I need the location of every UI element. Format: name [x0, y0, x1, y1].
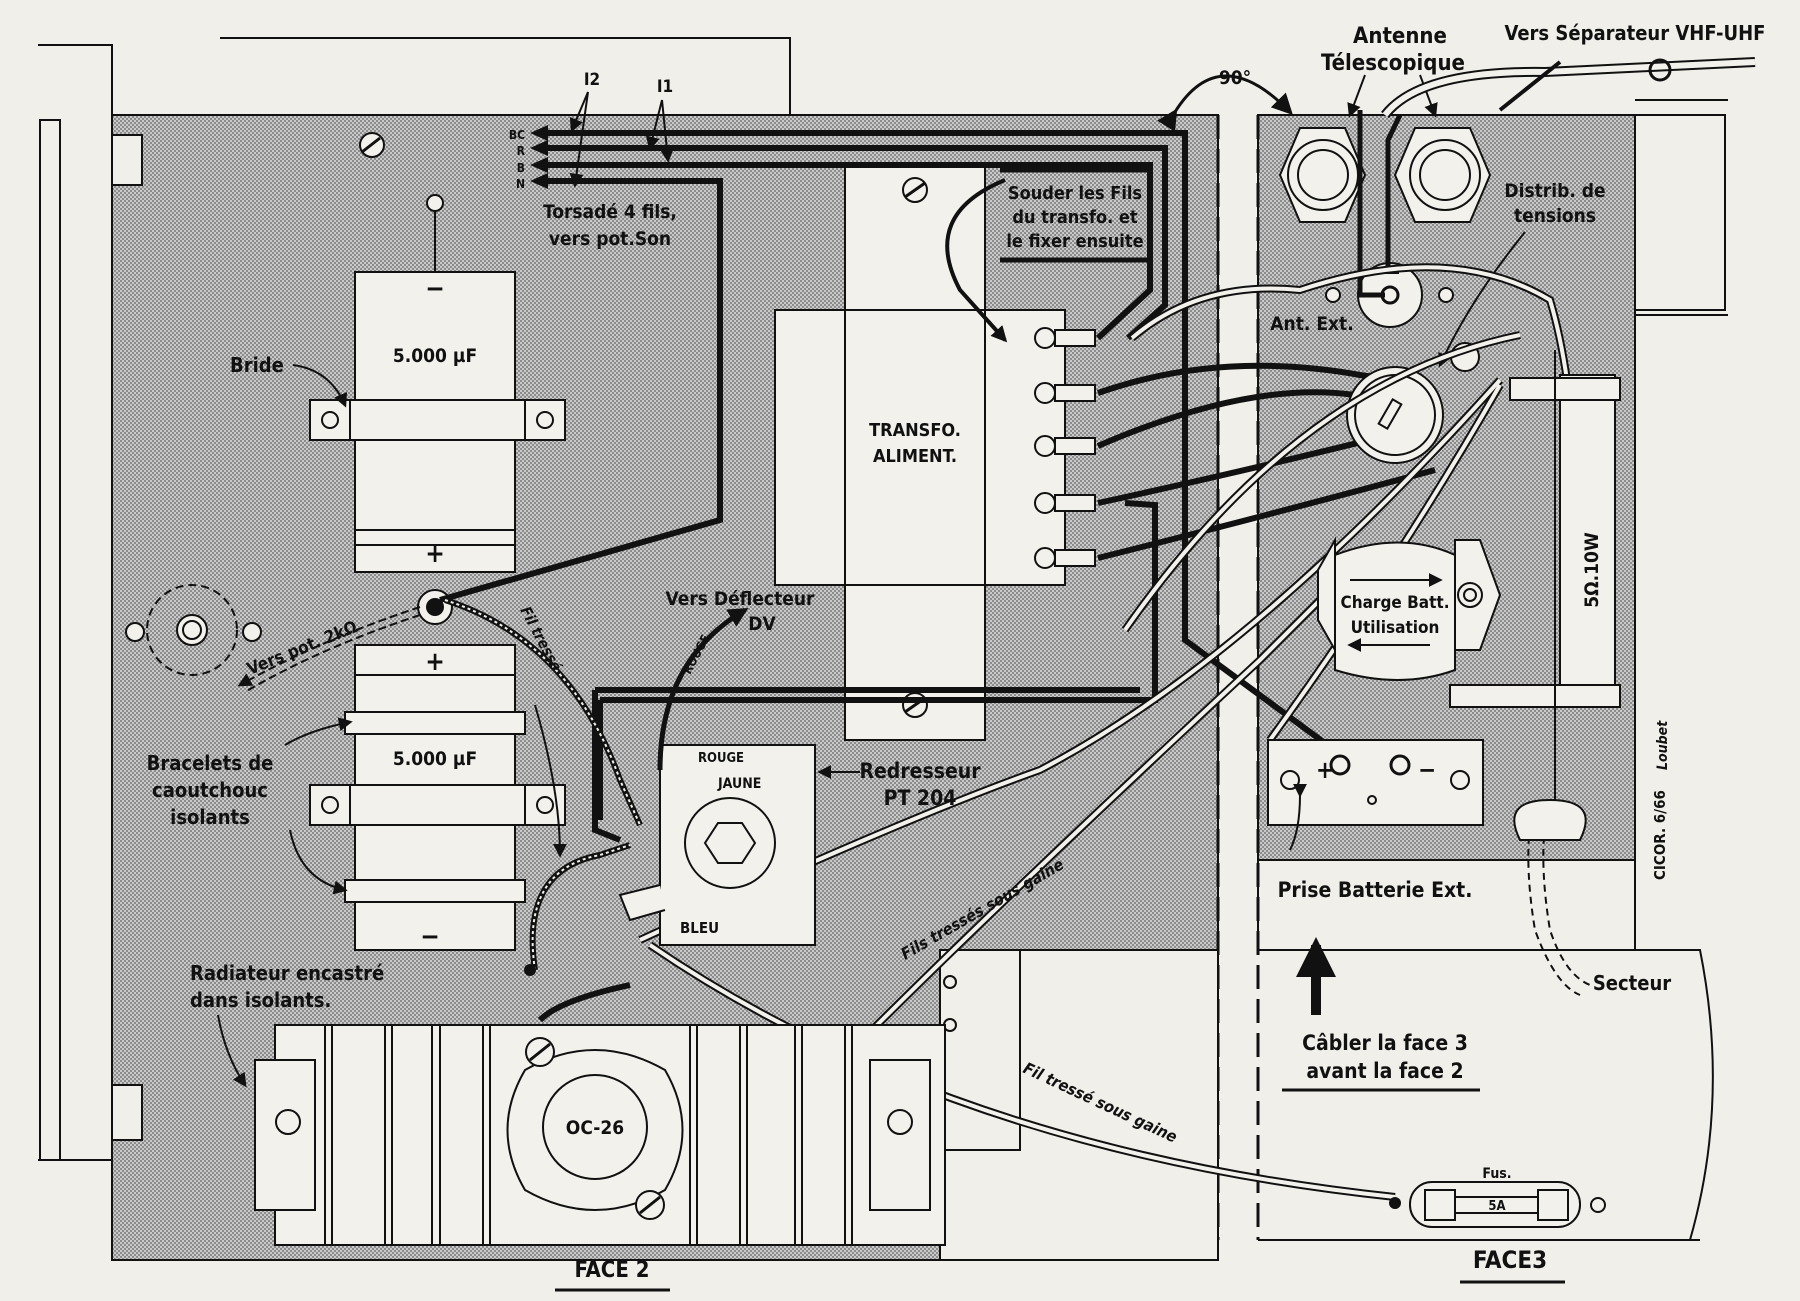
angle-label: 90° [1219, 67, 1251, 89]
battery-minus: − [1418, 756, 1436, 784]
screw [359, 132, 385, 158]
label-i2: I2 [584, 70, 600, 90]
fuse-label: Fus. [1482, 1166, 1511, 1182]
transformer [774, 164, 1066, 741]
capacitor-top-minus: − [425, 274, 445, 304]
capacitor-top-value: 5.000 µF [393, 345, 477, 367]
charge-switch [1317, 536, 1502, 681]
bracelets-label-3: isolants [170, 805, 250, 829]
face3-label: FACE3 [1473, 1246, 1547, 1274]
capacitor-top-plus: + [425, 539, 445, 569]
capacitor-bottom [309, 644, 566, 951]
bracelets-label-1: Bracelets de [147, 751, 274, 775]
secteur-label: Secteur [1593, 971, 1671, 995]
potentiometer-2k [125, 584, 421, 693]
vhf-label: Vers Séparateur VHF-UHF [1505, 21, 1766, 45]
face2-label: FACE 2 [574, 1258, 649, 1283]
transformer-terminals [1034, 327, 1096, 569]
antenne-label-1: Antenne [1353, 24, 1447, 49]
bracelets-label-2: caoutchouc [152, 778, 268, 802]
bride-label: Bride [230, 353, 284, 377]
heavy-wires [439, 130, 1436, 843]
souder-label-2: du transfo. et [1012, 207, 1138, 228]
transistor-label: OC-26 [566, 1117, 624, 1139]
redresseur-label-1: Redresseur [859, 759, 981, 783]
transformer-label-1: TRANSFO. [869, 420, 961, 441]
transistor-oc26 [506, 1037, 684, 1220]
antenna-sockets [1278, 127, 1492, 223]
deflecteur-label-2: DV [748, 613, 776, 635]
ant-ext-label: Ant. Ext. [1270, 313, 1353, 335]
face3-lower [1257, 859, 1714, 1241]
bleu-label: BLEU [680, 919, 719, 937]
charge-label: Charge Batt. [1340, 593, 1449, 613]
radiateur-label-2: dans isolants. [190, 988, 331, 1012]
prise-label: Prise Batterie Ext. [1278, 878, 1473, 902]
rouge-label: ROUGE [698, 751, 744, 766]
jaune-label: JAUNE [717, 776, 761, 792]
souder-label-1: Souder les Fils [1008, 183, 1142, 204]
antenne-label-2: Télescopique [1321, 51, 1465, 76]
cabler-label-2: avant la face 2 [1306, 1059, 1463, 1083]
rectifier-pt204 [618, 744, 816, 946]
distrib-label-2: tensions [1514, 205, 1596, 227]
wire-label-bc: BC [509, 128, 525, 142]
radiateur-label-1: Radiateur encastré [190, 961, 384, 985]
capacitor-bottom-minus: − [420, 922, 440, 952]
signature: Loubet [1655, 720, 1671, 770]
wire-arrows [530, 125, 548, 189]
battery-plus: + [1316, 756, 1334, 784]
transformer-label-2: ALIMENT. [873, 446, 957, 467]
redresseur-label-2: PT 204 [884, 786, 957, 810]
deflecteur-label-1: Vers Déflecteur [666, 588, 815, 610]
label-i1: I1 [657, 77, 673, 97]
cabler-label-1: Câbler la face 3 [1302, 1031, 1468, 1055]
fuse [1389, 1181, 1606, 1228]
wire-label-b: B [517, 161, 525, 175]
torsade-label-2: vers pot.Son [549, 228, 671, 250]
distrib-label-1: Distrib. de [1504, 180, 1605, 202]
wire-label-n: N [516, 177, 525, 191]
cicor-label: CICOR. 6/66 [1651, 790, 1669, 880]
utilisation-label: Utilisation [1351, 618, 1440, 638]
capacitor-top [309, 194, 566, 573]
background-frames [38, 37, 791, 1161]
battery-socket [1267, 739, 1484, 826]
resistor-5ohm [1449, 374, 1621, 708]
capacitor-bottom-value: 5.000 µF [393, 748, 477, 770]
fuse-value: 5A [1488, 1199, 1505, 1214]
wire-label-r: R [517, 144, 526, 158]
resistor-label: 5Ω.10W [1581, 532, 1603, 608]
torsade-label-1: Torsadé 4 fils, [543, 201, 677, 223]
souder-label-3: le fixer ensuite [1006, 231, 1143, 252]
capacitor-bottom-plus: + [425, 647, 445, 677]
